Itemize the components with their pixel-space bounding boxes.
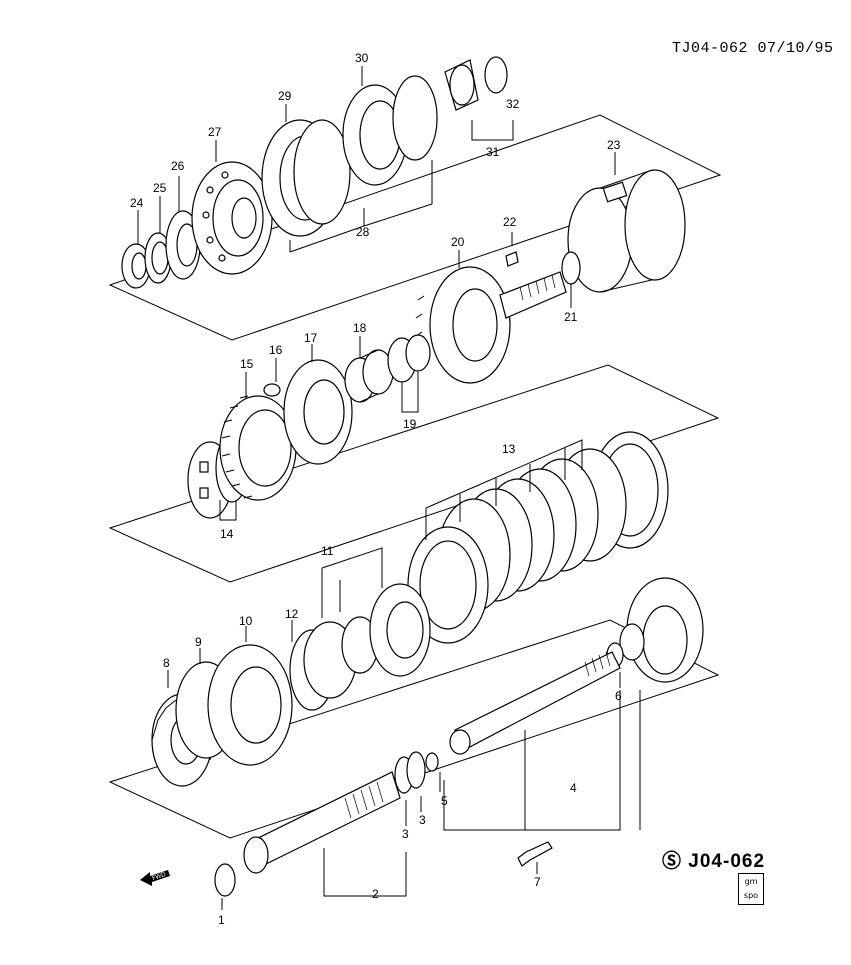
part-11-one-way-clutch (303, 583, 431, 699)
callout-26: 26 (171, 159, 185, 173)
callout-24: 24 (130, 196, 144, 210)
callout-11: 11 (321, 544, 334, 558)
callout-27: 27 (208, 125, 222, 139)
callout-18: 18 (353, 321, 367, 335)
ref-code-text: J04-062 (688, 851, 766, 872)
part-18-sun-gear (344, 349, 394, 403)
group-panel-top (108, 114, 722, 341)
part-10-sprag-race (207, 644, 293, 766)
part-5-washer (425, 752, 439, 772)
group-panel-middle (108, 364, 720, 583)
forward-arrow-icon: FWD (138, 866, 172, 893)
callout-8: 8 (163, 656, 170, 670)
group-panel-lower (108, 619, 720, 839)
callout-25: 25 (153, 181, 167, 195)
part-6-ring-gear-and-bearing (606, 577, 704, 683)
callout-16: 16 (269, 343, 283, 357)
part-15-ring-gear (219, 395, 297, 501)
part-21-ring (561, 251, 581, 285)
callout-10: 10 (239, 614, 253, 628)
callout-6: 6 (615, 689, 622, 703)
drawing-code: TJ04-062 07/10/95 (672, 40, 834, 57)
callout-2: 2 (372, 887, 379, 901)
callout-3b: 3 (419, 813, 426, 827)
part-7-clip (517, 841, 553, 867)
callout-17: 17 (304, 331, 318, 345)
callout-22: 22 (503, 215, 517, 229)
part-30-spring-retainer (342, 75, 438, 186)
suzuki-s-icon: Ⓢ (662, 851, 683, 872)
callout-20: 20 (451, 235, 465, 249)
callout-1: 1 (218, 913, 225, 927)
callout-14: 14 (220, 527, 234, 541)
part-17-planet-carrier (283, 359, 353, 465)
part-23-drum (567, 169, 686, 293)
badge-bottom-text: spo (743, 891, 759, 900)
part-4-output-shaft (449, 651, 621, 755)
callout-31: 31 (486, 145, 500, 159)
callout-23: 23 (607, 138, 621, 152)
part-1-snap-ring (214, 863, 236, 897)
part-26-hub (165, 210, 201, 280)
badge-top-text: gm (744, 877, 758, 886)
part-16-snap-ring (263, 383, 281, 397)
part-28-seal (293, 119, 351, 225)
part-3-seal-rings (394, 751, 426, 794)
callout-19: 19 (403, 417, 417, 431)
part-20-carrier-shaft (415, 266, 567, 384)
part-22-key (505, 251, 519, 267)
part-31-snap-clip (444, 59, 479, 111)
callout-13: 13 (502, 442, 516, 456)
callout-4: 4 (570, 781, 577, 795)
callout-30: 30 (355, 51, 369, 65)
part-2-input-shaft (243, 771, 401, 874)
gm-spo-badge: gm spo (738, 873, 764, 905)
callout-3a: 3 (402, 827, 409, 841)
callout-32: 32 (506, 97, 520, 111)
callout-12: 12 (285, 607, 299, 621)
ref-code: Ⓢ J04-062 (662, 846, 765, 873)
callout-9: 9 (195, 635, 202, 649)
fwd-label: FWD (151, 871, 167, 882)
callout-21: 21 (564, 310, 578, 324)
callout-29: 29 (278, 89, 292, 103)
part-32-snap-ring (484, 56, 508, 94)
callout-5: 5 (441, 794, 448, 808)
part-27-piston-housing (191, 161, 273, 275)
part-19-thrust-bearing (387, 334, 431, 383)
callout-7: 7 (534, 875, 541, 889)
callout-15: 15 (240, 357, 254, 371)
callout-28: 28 (356, 225, 370, 239)
